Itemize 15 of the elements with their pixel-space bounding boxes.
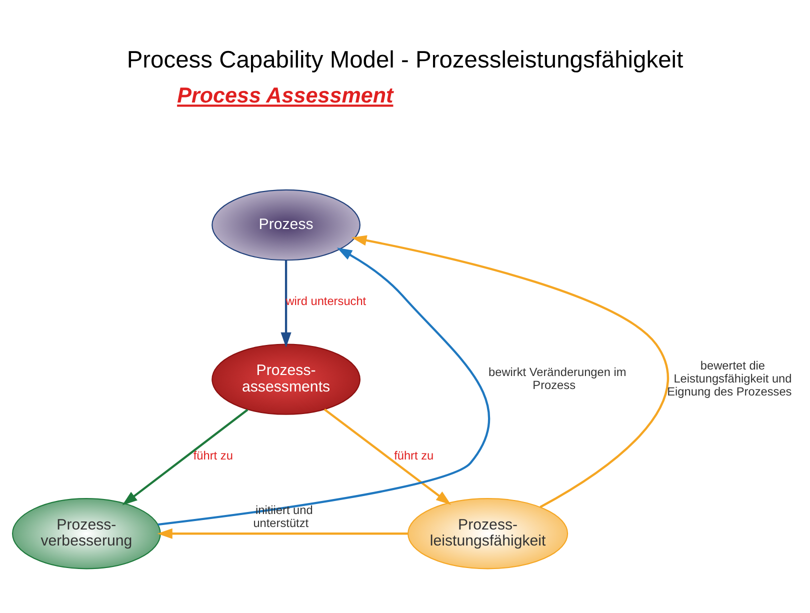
arrow bbox=[122, 408, 248, 506]
edge-label: führt zu bbox=[193, 448, 233, 462]
node-ellipse: Prozess- leistungsfähigkeit bbox=[408, 498, 568, 570]
node-ellipse: Prozess- verbesserung bbox=[12, 498, 161, 570]
edge-label: bewirkt Veränderungen im Prozess bbox=[488, 364, 626, 392]
edge-label: bewertet die Leistungsfähigkeit und Eignung des Prozesses bbox=[667, 358, 792, 398]
arrow bbox=[158, 248, 490, 526]
label: Process Assessment bbox=[177, 82, 394, 108]
edge-label: führt zu bbox=[394, 448, 434, 462]
arrow bbox=[351, 235, 669, 508]
node-ellipse: Prozess- assessments bbox=[212, 344, 360, 415]
arrow bbox=[157, 528, 408, 539]
diagram-title: Process Capability Model - Prozessleistungsfähigkeit bbox=[126, 48, 684, 74]
arrow bbox=[324, 408, 452, 505]
arrow bbox=[280, 260, 292, 348]
